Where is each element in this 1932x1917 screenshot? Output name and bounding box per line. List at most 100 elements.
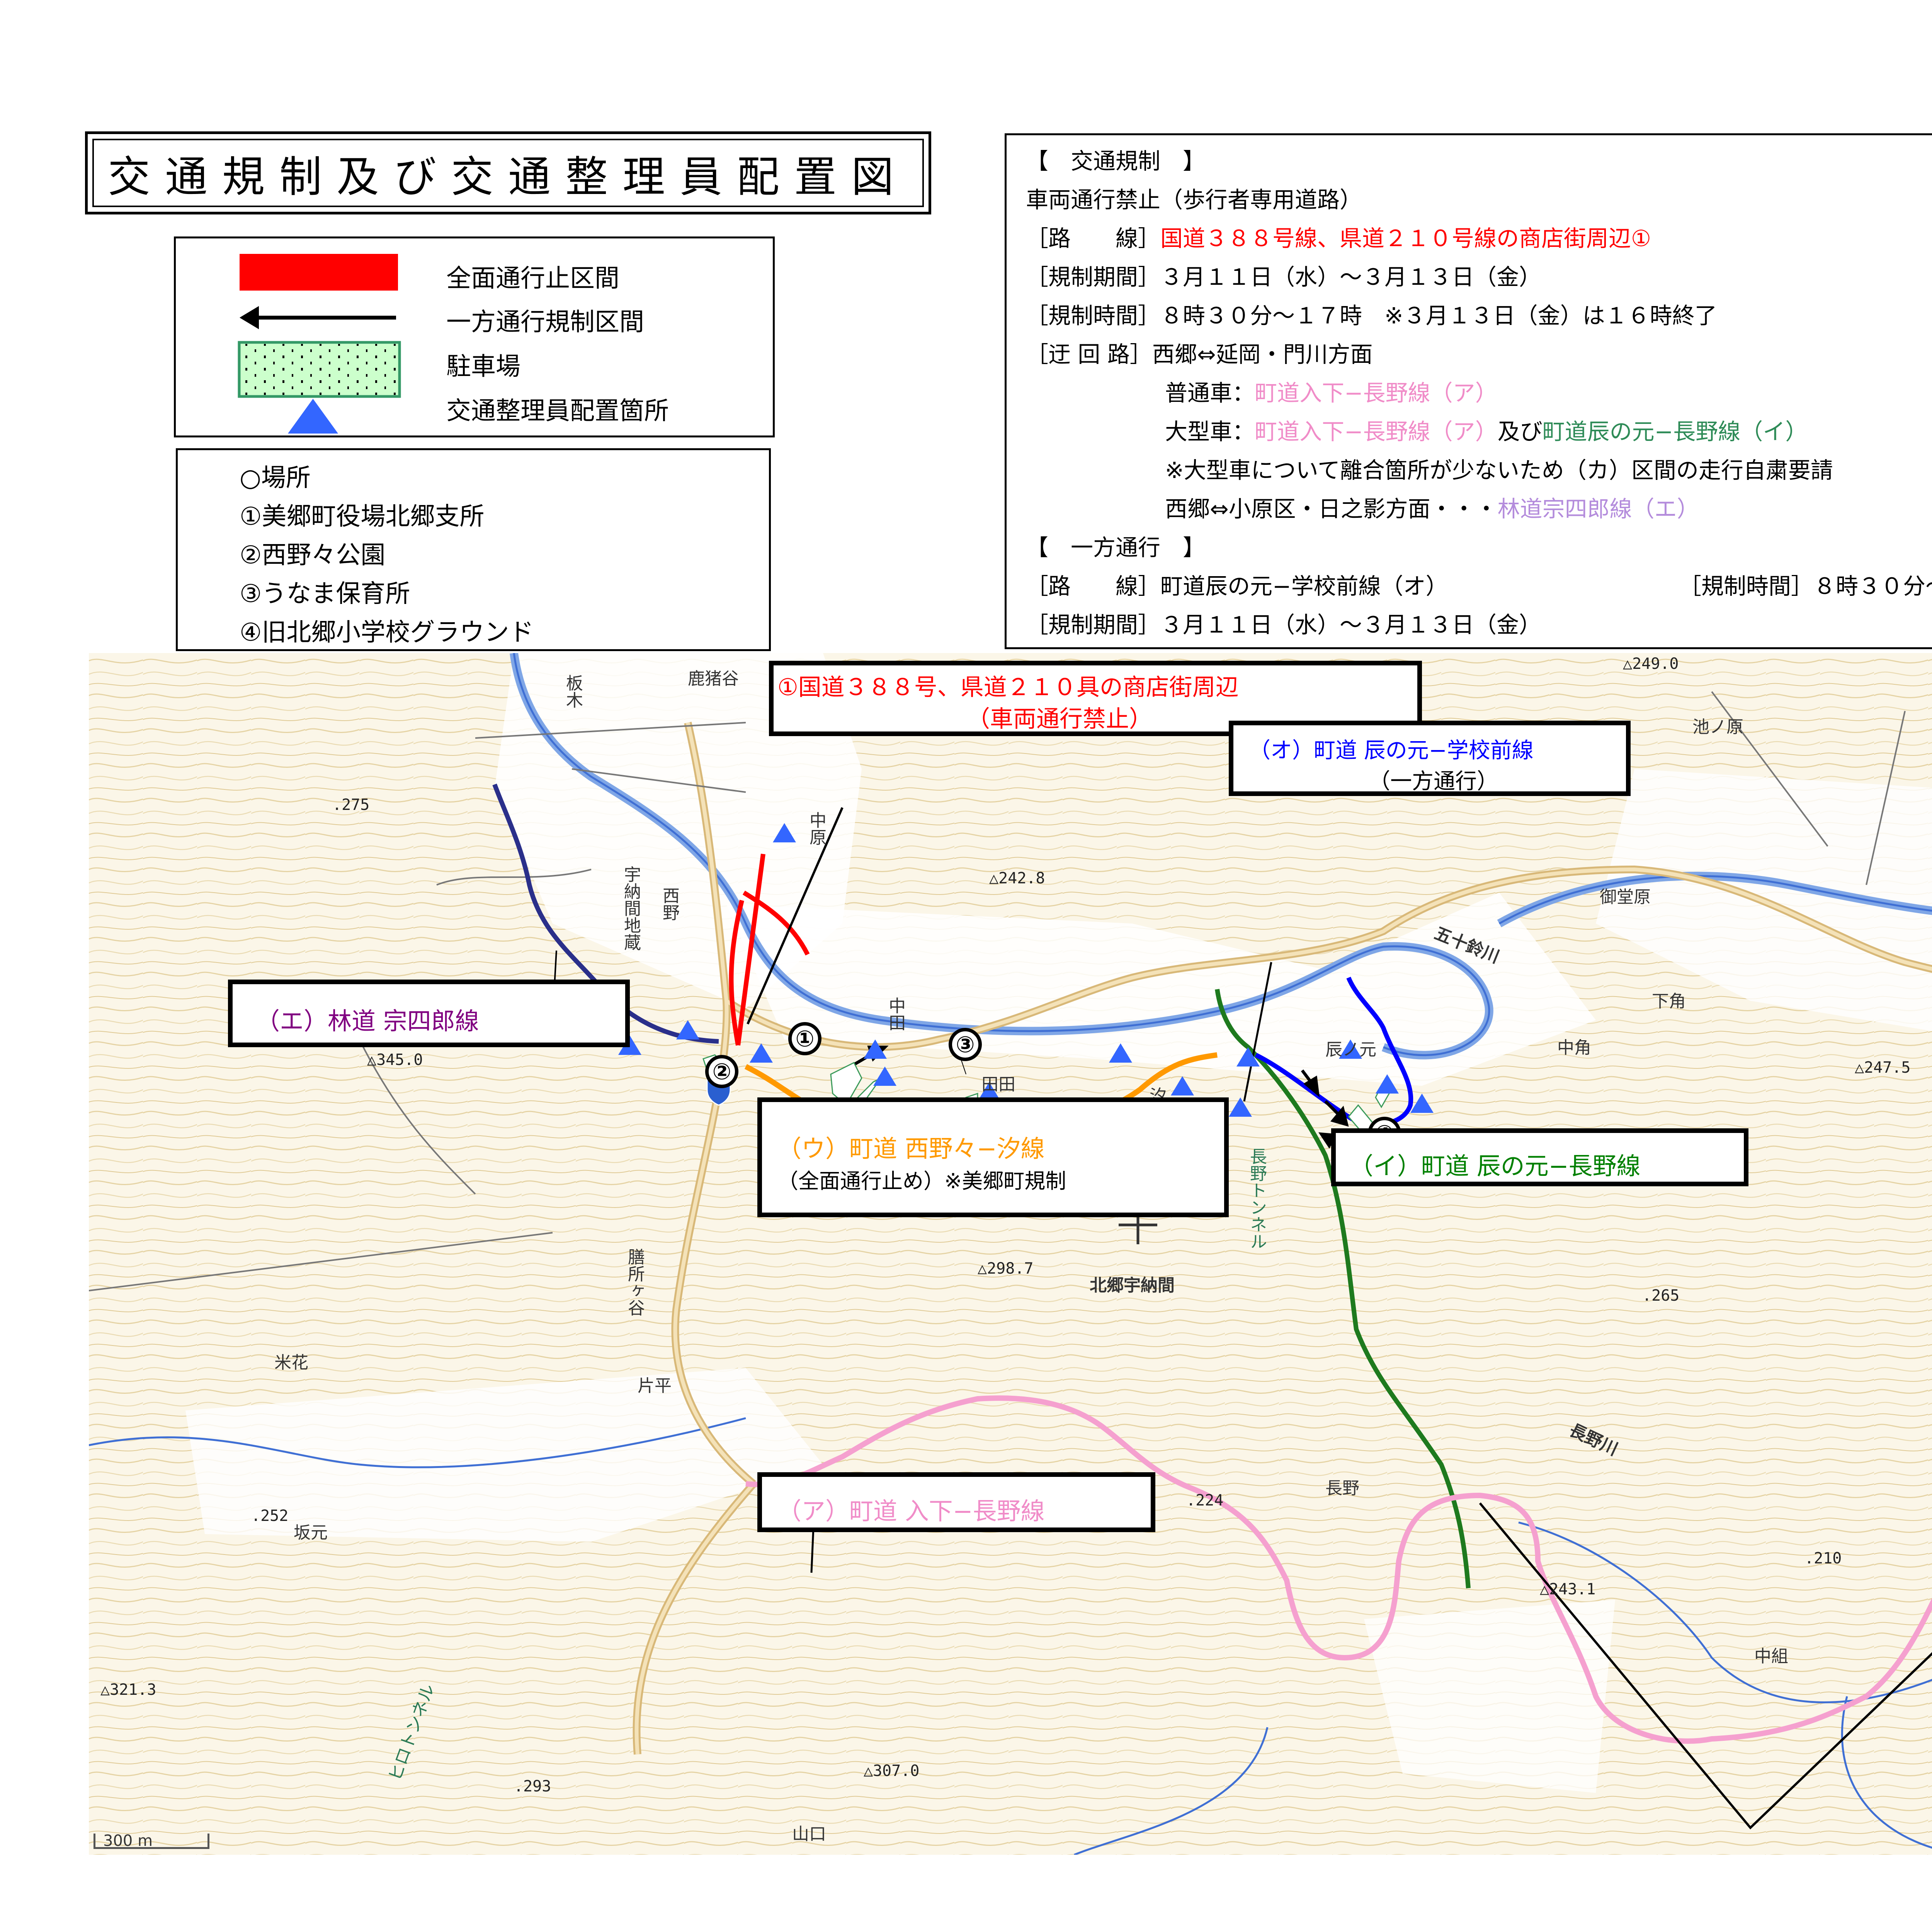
callout-route-u: （ウ）町道 西野々−汐線 （全面通行止め）※美郷町規制 bbox=[757, 1097, 1229, 1217]
map-label-sakamoto: 坂元 bbox=[294, 1523, 328, 1543]
detour-value: 西郷⇔延岡・門川方面 bbox=[1152, 341, 1373, 367]
oneway-period-row: ［規制期間］３月１１日（水）～３月１３日（金） bbox=[1026, 607, 1541, 639]
legend-label-traffic-guard: 交通整理員配置箇所 bbox=[446, 397, 669, 425]
map-label-tada: 田田 bbox=[981, 1075, 1015, 1094]
map-label-nakatsuno: 中角 bbox=[1557, 1038, 1591, 1058]
map-label-katahira: 片平 bbox=[638, 1376, 672, 1396]
place-marker-1[interactable]: ① bbox=[788, 1022, 821, 1055]
callout-shopping-line2: （車両通行禁止） bbox=[967, 706, 1152, 733]
place-item-2: ②西野々公園 bbox=[240, 541, 386, 570]
places-heading: ○場所 bbox=[240, 464, 311, 492]
elevation-point: .265 bbox=[1642, 1287, 1680, 1305]
map-label-zendokorogatani: 膳所ヶ谷 bbox=[625, 1248, 645, 1316]
map-label-nagano: 長野 bbox=[1325, 1478, 1359, 1498]
topographic-map[interactable]: ① ② ③ ④ 板木 鹿猪谷 中原 宇納間地蔵 西野 中田 田田 汐 辰ノ元 五… bbox=[89, 653, 1932, 1855]
route-label: ［路 線］ bbox=[1026, 225, 1161, 252]
elevation-point: .224 bbox=[1186, 1492, 1224, 1509]
map-label-nakata: 中田 bbox=[886, 997, 905, 1031]
route-e-line bbox=[492, 783, 719, 1044]
title-box: 交通規制及び交通整理員配置図 bbox=[85, 131, 931, 214]
normal-car-value: 町道入下−長野線（ア） bbox=[1255, 380, 1498, 406]
map-label-kanotani: 鹿猪谷 bbox=[688, 669, 739, 689]
place-marker-2[interactable]: ② bbox=[705, 1055, 738, 1088]
callout-route-i: （イ）町道 辰の元−長野線 bbox=[1331, 1128, 1748, 1186]
elevation-point: △243.1 bbox=[1540, 1580, 1596, 1598]
map-label-nakagumi: 中組 bbox=[1754, 1647, 1788, 1666]
legend-parking-icon bbox=[238, 341, 401, 398]
page-title: 交通規制及び交通整理員配置図 bbox=[108, 152, 908, 202]
legend: 全面通行止区間 一方通行規制区間 駐車場 交通整理員配置箇所 bbox=[174, 236, 775, 437]
detour-row: ［迂 回 路］西郷⇔延岡・門川方面 bbox=[1026, 336, 1372, 369]
time-value: ８時３０分～１７時 ※３月１３日（金）は１６時終了 bbox=[1160, 303, 1717, 329]
elevation-point: △247.5 bbox=[1855, 1059, 1911, 1077]
callout-route-o-line2: （一方通行） bbox=[1369, 769, 1498, 794]
map-scale-bar: 300 m bbox=[94, 1832, 209, 1850]
map-label-nakahara: 中原 bbox=[806, 811, 826, 845]
period-row: ［規制期間］３月１１日（水）～３月１３日（金） bbox=[1026, 259, 1541, 291]
large-car-value-a: 町道入下−長野線（ア） bbox=[1255, 418, 1498, 445]
legend-label-full-closure: 全面通行止区間 bbox=[446, 264, 619, 293]
map-scale-label: 300 m bbox=[103, 1832, 153, 1850]
callout-route-i-line1: （イ）町道 辰の元−長野線 bbox=[1349, 1152, 1641, 1180]
callout-shopping-line1: ①国道３８８号、県道２１０具の商店街周辺 bbox=[777, 674, 1239, 701]
time-row: ［規制時間］８時３０分～１７時 ※３月１３日（金）は１６時終了 bbox=[1026, 298, 1717, 330]
map-label-godobaru: 御堂原 bbox=[1600, 887, 1651, 907]
elevation-point: △321.3 bbox=[100, 1681, 156, 1699]
elevation-point: .252 bbox=[251, 1507, 289, 1525]
elevation-point: △249.0 bbox=[1623, 655, 1679, 673]
place-item-4: ④旧北郷小学校グラウンド bbox=[240, 618, 534, 647]
place-marker-3[interactable]: ③ bbox=[949, 1028, 982, 1061]
oneway-time-row: ［規制時間］８時３０分～１７時 ※３月１３日（金）は１６時終了 bbox=[1679, 568, 1932, 600]
elevation-point: .275 bbox=[332, 796, 370, 814]
place-item-3: ③うなま保育所 bbox=[240, 580, 410, 608]
detour2-value: 林道宗四郎線（エ） bbox=[1497, 496, 1699, 522]
map-label-shimotsuno: 下角 bbox=[1652, 992, 1686, 1011]
callout-route-o: （オ）町道 辰の元−学校前線 （一方通行） bbox=[1229, 721, 1631, 796]
elevation-point: △298.7 bbox=[978, 1260, 1034, 1277]
legend-traffic-guard-triangle-icon bbox=[288, 399, 338, 434]
oneway-route-value: 町道辰の元−学校前線（オ） bbox=[1160, 573, 1448, 599]
route-row: ［路 線］国道３８８号線、県道２１０号線の商店街周辺① bbox=[1026, 220, 1651, 253]
large-car-value-i: 町道辰の元−長野線（イ） bbox=[1542, 418, 1808, 445]
callout-route-o-line1: （オ）町道 辰の元−学校前線 bbox=[1249, 738, 1534, 763]
legend-left-arrow-icon bbox=[240, 306, 396, 329]
callout-route-e-line1: （エ）林道 宗四郎線 bbox=[256, 1007, 479, 1035]
large-car-label: 大型車： bbox=[1165, 418, 1255, 445]
period-value: ３月１１日（水）～３月１３日（金） bbox=[1160, 264, 1542, 290]
place-item-1: ①美郷町役場北郷支所 bbox=[240, 502, 485, 531]
detour2-prefix: 西郷⇔小原区・日之影方面・・・ bbox=[1165, 496, 1498, 522]
elevation-point: △242.8 bbox=[989, 869, 1045, 887]
elevation-point: △345.0 bbox=[367, 1051, 423, 1069]
time-label: ［規制時間］ bbox=[1026, 303, 1161, 329]
map-label-yonehana: 米花 bbox=[274, 1353, 308, 1373]
section-heading-oneway: 【 一方通行 】 bbox=[1026, 534, 1206, 561]
map-base-layer bbox=[89, 653, 1932, 1855]
regulation-info-box: 【 交通規制 】 車両通行禁止（歩行者専用道路） ［路 線］国道３８８号線、県道… bbox=[1005, 133, 1932, 649]
map-label-itagi: 板木 bbox=[563, 674, 583, 708]
normal-car-label: 普通車： bbox=[1165, 380, 1255, 406]
large-car-row: 大型車：町道入下−長野線（ア）及び町道辰の元−長野線（イ） bbox=[1165, 413, 1808, 446]
map-label-yamaguchi: 山口 bbox=[792, 1824, 826, 1844]
regulation-subtitle: 車両通行禁止（歩行者専用道路） bbox=[1026, 187, 1362, 213]
map-label-nagano-tunnel: 長野トンネル bbox=[1247, 1148, 1267, 1250]
legend-red-bar-icon bbox=[240, 254, 398, 291]
oneway-period-label: ［規制期間］ bbox=[1026, 612, 1161, 638]
legend-label-oneway: 一方通行規制区間 bbox=[446, 308, 644, 337]
large-car-note: ※大型車について離合箇所が少ないため（カ）区間の走行自粛要請 bbox=[1165, 457, 1833, 483]
map-label-kitago-unama: 北郷宇納間 bbox=[1090, 1276, 1175, 1295]
elevation-point: .210 bbox=[1804, 1550, 1842, 1567]
callout-route-u-line1: （ウ）町道 西野々−汐線 bbox=[777, 1135, 1045, 1163]
oneway-time-label: ［規制時間］ bbox=[1679, 573, 1814, 599]
map-label-unama-jizo: 宇納間地蔵 bbox=[621, 866, 641, 951]
elevation-point: △307.0 bbox=[864, 1762, 920, 1780]
callout-route-a-line1: （ア）町道 入下−長野線 bbox=[777, 1497, 1045, 1525]
oneway-time-value: ８時３０分～１７時 ※３月１３日（金）は１６時終了 bbox=[1813, 573, 1932, 599]
route-value: 国道３８８号線、県道２１０号線の商店街周辺① bbox=[1160, 225, 1651, 252]
oneway-period-value: ３月１１日（水）～３月１３日（金） bbox=[1160, 612, 1542, 638]
callout-route-a: （ア）町道 入下−長野線 bbox=[757, 1472, 1155, 1532]
places-list: ○場所 ①美郷町役場北郷支所 ②西野々公園 ③うなま保育所 ④旧北郷小学校グラウ… bbox=[176, 448, 771, 651]
map-label-nishino: 西野 bbox=[660, 887, 679, 921]
callout-route-e: （エ）林道 宗四郎線 bbox=[228, 980, 630, 1047]
map-label-tatsunomoto: 辰ノ元 bbox=[1325, 1040, 1376, 1060]
traffic-guard-triangles bbox=[618, 823, 1434, 1519]
